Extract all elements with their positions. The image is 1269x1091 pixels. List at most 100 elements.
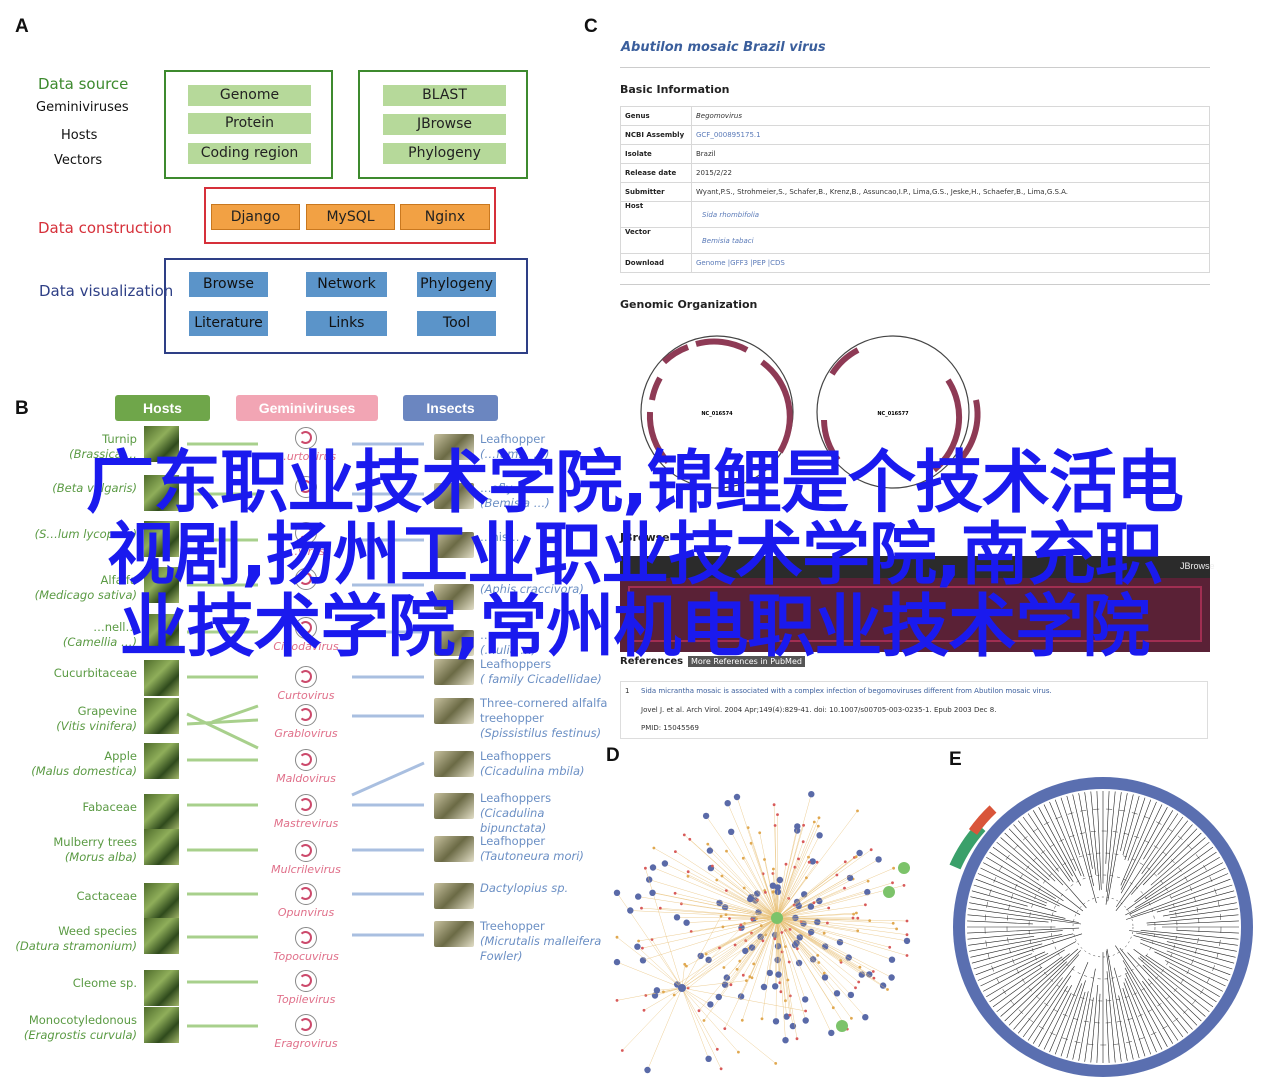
panel-letter-d: D bbox=[606, 745, 620, 766]
network-edge bbox=[776, 858, 799, 919]
tree-branch bbox=[983, 862, 1081, 915]
tree-branch bbox=[1145, 954, 1217, 1003]
network-edge bbox=[776, 917, 779, 975]
ref-title[interactable]: Sida micrantha mosaic is associated with… bbox=[641, 687, 1052, 695]
virus-title[interactable]: Abutilon mosaic Brazil virus bbox=[621, 40, 826, 55]
phylogeny-tree[interactable] bbox=[948, 775, 1258, 1080]
tree-branch bbox=[1013, 954, 1080, 1030]
genome-maps: NC_016574 NC_016577 bbox=[640, 335, 981, 489]
tree-branch bbox=[1142, 980, 1184, 1038]
network-node bbox=[888, 945, 892, 949]
tree-branch bbox=[1127, 952, 1198, 1026]
network-edge bbox=[776, 907, 829, 919]
tree-branch bbox=[989, 966, 1043, 1003]
network-edge bbox=[776, 862, 810, 919]
basic-info-label: Basic Information bbox=[620, 83, 730, 96]
insect-label: (Aphis craccivora) bbox=[480, 582, 610, 597]
virus-genus-label: Topocuvirus bbox=[273, 950, 339, 963]
network-node bbox=[793, 939, 800, 947]
download-links[interactable]: Genome |GFF3 |PEP |CDS bbox=[691, 253, 1210, 273]
network-edge bbox=[681, 927, 742, 989]
network-node bbox=[706, 842, 710, 846]
network-node bbox=[766, 969, 773, 977]
network-edge bbox=[681, 987, 739, 1053]
network-edge bbox=[740, 917, 778, 926]
network-node bbox=[763, 858, 766, 861]
tree-branch bbox=[1032, 986, 1068, 1044]
network-edge bbox=[776, 821, 815, 919]
network-node bbox=[725, 849, 728, 853]
insect-photo bbox=[434, 751, 474, 777]
insect-name: Leafhoppers bbox=[480, 791, 552, 805]
insect-label: Leafhoppers(Cicadulina bipunctata) bbox=[480, 791, 610, 836]
virus-genus-label: Topilevirus bbox=[276, 993, 336, 1006]
host-label: Monocotyledonous(Eragrostis curvula) bbox=[0, 1013, 137, 1043]
network-node bbox=[851, 916, 855, 920]
network-edge bbox=[674, 917, 778, 996]
panel-letter-c: C bbox=[584, 16, 598, 37]
tree-branch bbox=[1133, 935, 1235, 964]
network-node bbox=[674, 850, 677, 853]
network-node bbox=[875, 856, 882, 863]
network-edge bbox=[725, 914, 778, 919]
data-box bbox=[164, 70, 333, 179]
tree-branch bbox=[1060, 797, 1080, 855]
data-visualization-label: Data visualization bbox=[39, 282, 174, 300]
network-node bbox=[755, 917, 758, 920]
vector-link[interactable]: Bemisia tabaci bbox=[691, 227, 1210, 254]
network-edge bbox=[776, 917, 852, 1019]
network-edge bbox=[769, 917, 778, 973]
tree-branch bbox=[980, 867, 1060, 907]
genomic-org-label: Genomic Organization bbox=[620, 298, 758, 311]
network-edge bbox=[681, 987, 711, 1005]
network-edge bbox=[776, 878, 854, 919]
insect-photo bbox=[434, 584, 474, 610]
network-graph[interactable] bbox=[612, 770, 912, 1080]
network-node bbox=[808, 791, 815, 798]
network-edge bbox=[776, 826, 798, 919]
network-node bbox=[673, 914, 681, 921]
network-node bbox=[774, 884, 781, 891]
network-edge bbox=[776, 904, 866, 919]
network-node bbox=[802, 823, 805, 827]
network-node bbox=[879, 982, 887, 989]
chip-literature: Literature bbox=[189, 311, 268, 336]
network-node bbox=[866, 879, 870, 883]
tree-branch bbox=[1106, 948, 1128, 1061]
network-node bbox=[682, 833, 686, 837]
host-photo bbox=[144, 660, 179, 696]
network-node bbox=[737, 1050, 740, 1054]
network-edge bbox=[654, 987, 683, 996]
tree-branch bbox=[1122, 795, 1140, 855]
tree-branch bbox=[973, 933, 1083, 970]
network-node bbox=[658, 906, 662, 910]
network-edge bbox=[776, 917, 789, 981]
host-photo bbox=[144, 918, 179, 954]
network-edge bbox=[681, 987, 709, 1059]
network-node bbox=[750, 976, 754, 980]
tree-branch bbox=[1145, 851, 1217, 900]
network-edge bbox=[616, 961, 683, 989]
insect-scientific-name: (Cicadulina mbila) bbox=[480, 764, 585, 778]
tree-branch bbox=[1004, 961, 1068, 1022]
network-node bbox=[807, 903, 815, 910]
network-edge bbox=[776, 891, 868, 919]
assembly-link[interactable]: GCF_000895175.1 bbox=[691, 125, 1210, 145]
jbrowse-track[interactable] bbox=[628, 586, 1202, 642]
network-edge bbox=[708, 917, 778, 960]
host-link[interactable]: Sida rhombifolia bbox=[691, 201, 1210, 228]
network-edge bbox=[681, 916, 722, 989]
info-key: Download bbox=[620, 253, 692, 273]
network-node bbox=[725, 889, 728, 892]
tree-branch bbox=[1120, 801, 1157, 886]
network-edge bbox=[616, 987, 683, 1001]
tree-branch bbox=[996, 953, 1070, 1013]
network-edge bbox=[776, 859, 879, 919]
insect-photo bbox=[434, 698, 474, 724]
tree-branch bbox=[1027, 975, 1072, 1041]
jbrowse-panel[interactable]: JBrowse bbox=[620, 556, 1215, 652]
pubmed-button[interactable]: More References in PubMed bbox=[688, 656, 805, 667]
tree-branch bbox=[1120, 794, 1134, 851]
network-edge bbox=[776, 917, 786, 1041]
network-node bbox=[782, 1037, 789, 1044]
